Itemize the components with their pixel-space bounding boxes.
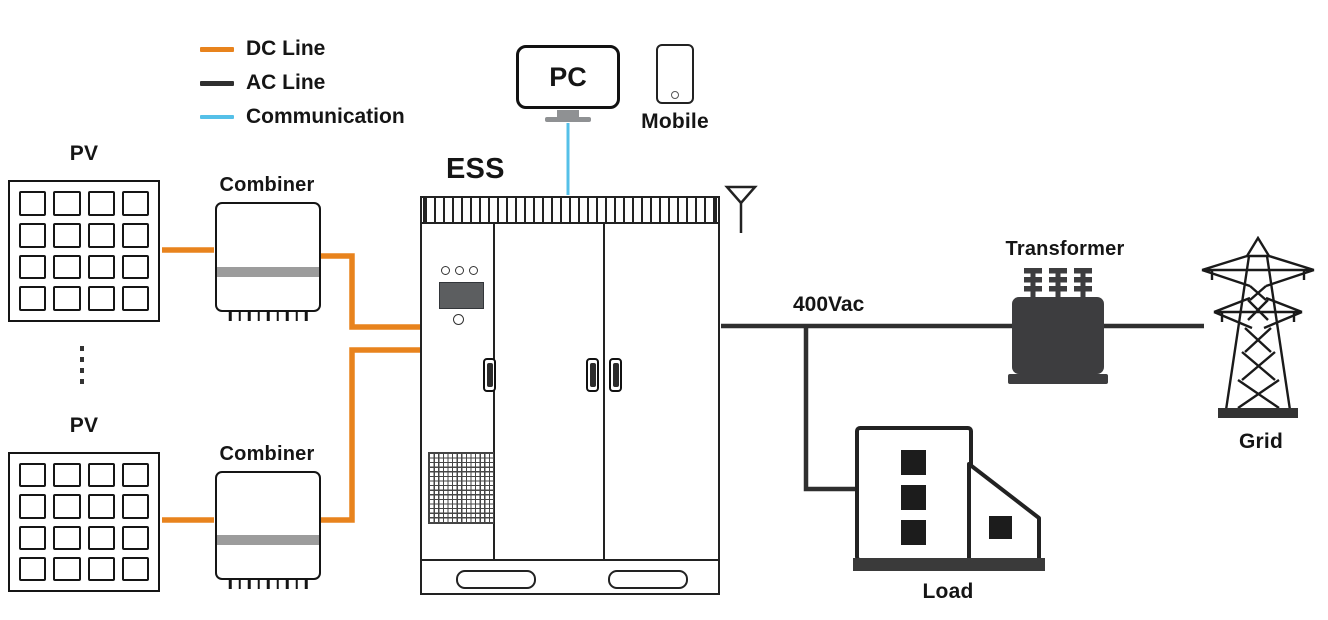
legend-item-ac: AC Line <box>200 70 405 96</box>
legend-label-ac: AC Line <box>246 71 326 94</box>
door-handle <box>586 358 599 392</box>
pv-array-bottom <box>8 452 160 592</box>
ess-display-screen <box>439 282 484 309</box>
dc-line-combinerbottom-ess <box>320 347 421 523</box>
status-led <box>469 266 478 275</box>
mobile-label: Mobile <box>641 110 709 133</box>
dc-line-combinertop-ess <box>320 253 421 330</box>
ac-line-branch-load <box>803 326 856 492</box>
pv-bottom-label: PV <box>69 414 99 437</box>
ac-line-swatch <box>200 80 234 86</box>
combiner-stripe <box>217 266 319 277</box>
ess-door-divider <box>603 224 606 561</box>
mobile-phone-icon <box>656 44 694 104</box>
combiner-stripe <box>217 534 319 545</box>
transformer-label: Transformer <box>1005 238 1125 260</box>
transmission-tower-icon <box>1201 236 1315 418</box>
pv-cells-bottom <box>10 454 158 590</box>
combiner-box-bottom <box>215 471 321 589</box>
pv-top-label: PV <box>69 142 99 165</box>
communication-line-swatch <box>200 115 234 119</box>
load-building-icon <box>853 426 1045 571</box>
mobile-home-button <box>671 91 679 99</box>
ess-vent-strip <box>422 198 718 224</box>
combiner-bottom-label: Combiner <box>219 443 315 465</box>
ac-voltage-label: 400Vac <box>793 293 865 316</box>
load-label: Load <box>922 580 974 603</box>
door-handle <box>609 358 622 392</box>
pv-cells-top <box>10 182 158 320</box>
legend-item-dc: DC Line <box>200 36 405 62</box>
base-slot <box>608 570 688 589</box>
dc-line-swatch <box>200 46 234 52</box>
pc-label: PC <box>549 61 587 92</box>
combiner-box-top <box>215 202 321 321</box>
ellipsis-dots-icon <box>80 346 84 384</box>
status-led <box>455 266 464 275</box>
ess-base-strip <box>422 559 718 593</box>
ventilation-grille <box>428 452 494 524</box>
grid-label: Grid <box>1239 430 1283 453</box>
legend-item-comm: Communication <box>200 104 405 130</box>
legend-label-dc: DC Line <box>246 37 326 60</box>
combiner-pins <box>228 311 308 321</box>
transformer-icon <box>1008 268 1108 384</box>
ess-door-divider <box>493 224 496 561</box>
pv-array-top <box>8 180 160 322</box>
combiner-pins <box>228 579 308 589</box>
pc-stand-neck <box>557 110 579 117</box>
base-slot <box>456 570 536 589</box>
door-handle <box>483 358 496 392</box>
antenna-icon <box>724 185 758 233</box>
ess-button <box>453 314 464 325</box>
legend: DC Line AC Line Communication <box>200 36 405 130</box>
ess-cabinet <box>420 196 720 595</box>
pc-monitor: PC <box>516 45 620 109</box>
status-led <box>441 266 450 275</box>
legend-label-comm: Communication <box>246 105 405 128</box>
ess-label: ESS <box>446 153 505 185</box>
combiner-top-label: Combiner <box>219 174 315 196</box>
pc-stand-base <box>545 117 591 122</box>
